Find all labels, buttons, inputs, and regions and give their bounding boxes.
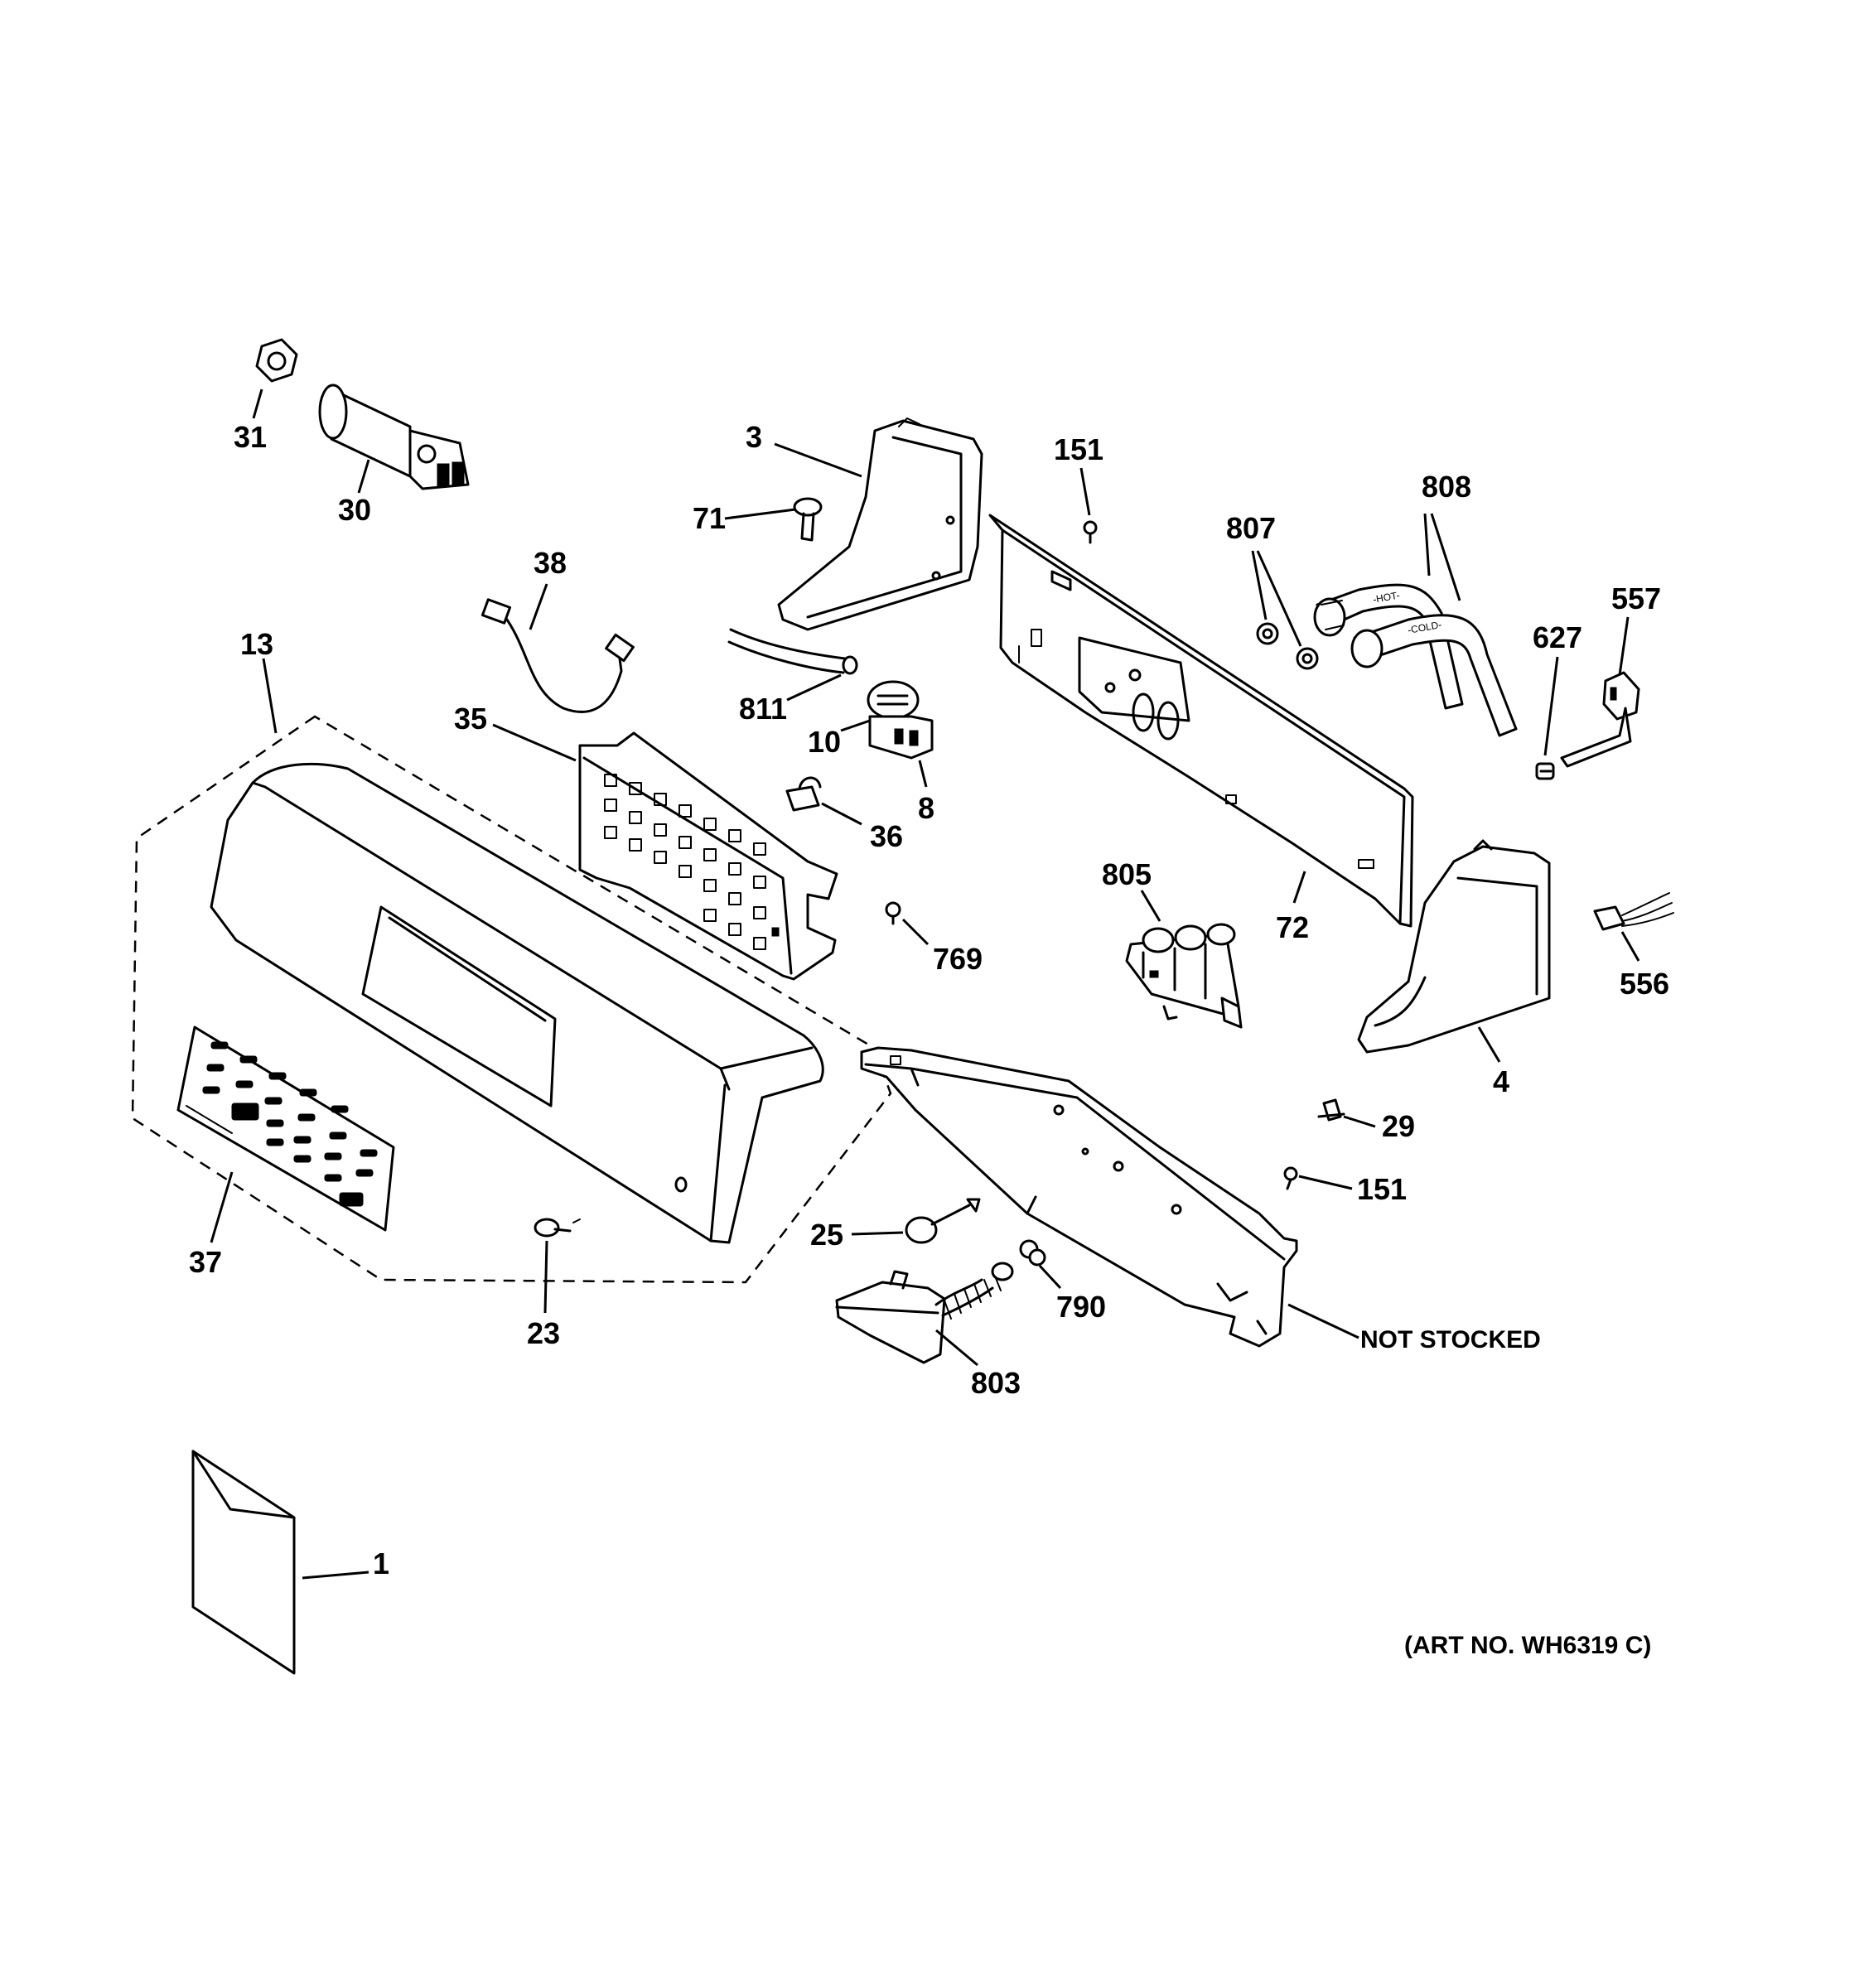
leader-71: [724, 508, 796, 520]
label-37: 37: [189, 1245, 222, 1279]
label-38: 38: [534, 546, 567, 580]
leader-36: [821, 802, 862, 826]
leader-803: [935, 1329, 978, 1367]
label-4: 4: [1493, 1064, 1509, 1098]
leader-30: [357, 459, 370, 494]
label-557: 557: [1611, 581, 1661, 615]
part-790-clip: [1019, 1239, 1046, 1267]
label-30: 30: [338, 493, 371, 527]
part-3-left-end-cap: [777, 417, 983, 631]
label-23: 23: [527, 1316, 560, 1350]
label-803: 803: [971, 1366, 1021, 1400]
part-557-wire-connector: [1560, 671, 1640, 768]
part-151-screw-top: [1083, 520, 1098, 544]
label-151-lower: 151: [1357, 1172, 1407, 1206]
label-71: 71: [693, 501, 726, 535]
part-23-screw: [534, 1218, 581, 1238]
part-37-keypad-membrane: [176, 1025, 395, 1232]
leader-25: [851, 1231, 904, 1236]
part-807-washers: [1256, 622, 1319, 670]
label-25: 25: [810, 1218, 843, 1252]
label-3: 3: [746, 420, 762, 454]
leader-13: [262, 658, 278, 734]
label-805: 805: [1102, 857, 1152, 891]
part-556-wire-connector: [1593, 892, 1674, 931]
part-811-tube: [727, 628, 858, 675]
part-72-backsplash-panel: [988, 514, 1414, 928]
label-769: 769: [933, 942, 983, 976]
label-811: 811: [739, 692, 787, 726]
part-4-right-end-cap: [1357, 839, 1551, 1054]
part-30-capacitor: [318, 384, 470, 490]
label-1: 1: [373, 1546, 389, 1580]
leader-808-b: [1430, 513, 1461, 601]
leader-23: [543, 1240, 548, 1314]
leader-35: [492, 723, 577, 762]
leader-151-top: [1079, 467, 1091, 516]
part-not-stocked-bracket: [860, 1046, 1298, 1348]
leader-790: [1038, 1264, 1062, 1290]
leader-807-b: [1256, 550, 1302, 647]
leader-3: [774, 442, 862, 478]
leader-811: [786, 673, 842, 702]
leader-1: [302, 1571, 369, 1580]
label-807: 807: [1226, 511, 1276, 545]
part-803-dispenser: [835, 1262, 1014, 1364]
leader-37: [210, 1171, 234, 1243]
label-627: 627: [1533, 620, 1582, 654]
leader-151-lower: [1298, 1175, 1353, 1190]
leader-38: [529, 583, 548, 630]
part-151-screw-lower: [1283, 1166, 1298, 1190]
leader-8: [918, 760, 928, 788]
leader-31: [252, 388, 263, 419]
label-72: 72: [1276, 910, 1309, 944]
label-not-stocked: NOT STOCKED: [1360, 1326, 1541, 1353]
label-35: 35: [454, 702, 487, 736]
label-790: 790: [1056, 1290, 1106, 1324]
part-10-pressure-switch: [867, 680, 934, 760]
label-29: 29: [1382, 1109, 1415, 1143]
part-29-clip: [1317, 1098, 1345, 1122]
art-number: (ART NO. WH6319 C): [1404, 1632, 1651, 1659]
leader-not-stocked: [1287, 1303, 1359, 1339]
part-13-control-panel: [210, 762, 824, 1244]
leader-556: [1620, 931, 1640, 962]
label-8: 8: [918, 791, 934, 825]
leader-29: [1343, 1115, 1376, 1128]
leader-4: [1477, 1026, 1501, 1063]
label-151-top: 151: [1054, 432, 1103, 466]
part-36-clip: [785, 776, 822, 812]
part-25-plug: [905, 1198, 981, 1244]
part-808-fill-hoses: -HOT- -COLD-: [1313, 583, 1518, 737]
leader-627: [1543, 656, 1559, 756]
part-38-wire-harness: [480, 598, 635, 713]
leader-557: [1618, 616, 1630, 676]
label-556: 556: [1620, 967, 1669, 1001]
part-805-water-valve: [1125, 923, 1243, 1029]
label-808: 808: [1422, 470, 1471, 504]
part-1-literature-envelope: [191, 1450, 296, 1675]
label-31: 31: [234, 420, 267, 454]
part-627-clip: [1535, 762, 1555, 780]
part-35-control-housing: [578, 731, 838, 981]
leader-10: [840, 719, 871, 732]
leader-807-a: [1251, 550, 1268, 620]
leader-808-a: [1423, 513, 1431, 577]
part-769-screw: [885, 901, 901, 925]
leader-72: [1292, 871, 1306, 904]
leader-805: [1140, 890, 1161, 922]
hose-mark-hot: -HOT-: [1372, 589, 1401, 605]
leader-769: [901, 918, 930, 946]
label-10: 10: [808, 725, 841, 759]
part-71-screw: [793, 497, 823, 542]
part-31-hex-nut: [255, 338, 298, 383]
label-13: 13: [240, 627, 273, 661]
label-36: 36: [870, 819, 903, 853]
